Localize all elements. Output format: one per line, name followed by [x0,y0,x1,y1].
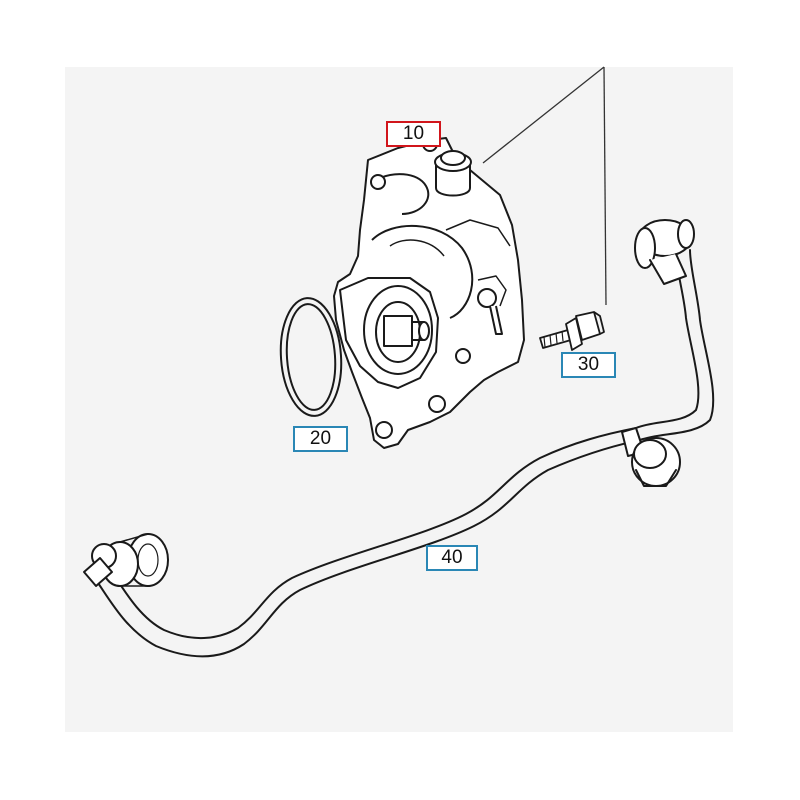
callout-40[interactable]: 40 [426,545,478,571]
o-ring-icon[interactable] [277,296,345,418]
callout-30[interactable]: 30 [561,352,616,378]
vacuum-hose-icon[interactable] [83,219,715,658]
leader-line-10 [482,66,605,164]
leader-lines [482,66,607,306]
callout-20[interactable]: 20 [293,426,348,452]
callout-10[interactable]: 10 [386,121,441,147]
vacuum-pump-icon[interactable] [333,136,525,449]
bolt-icon[interactable] [539,311,605,351]
leader-line-30 [603,66,607,306]
